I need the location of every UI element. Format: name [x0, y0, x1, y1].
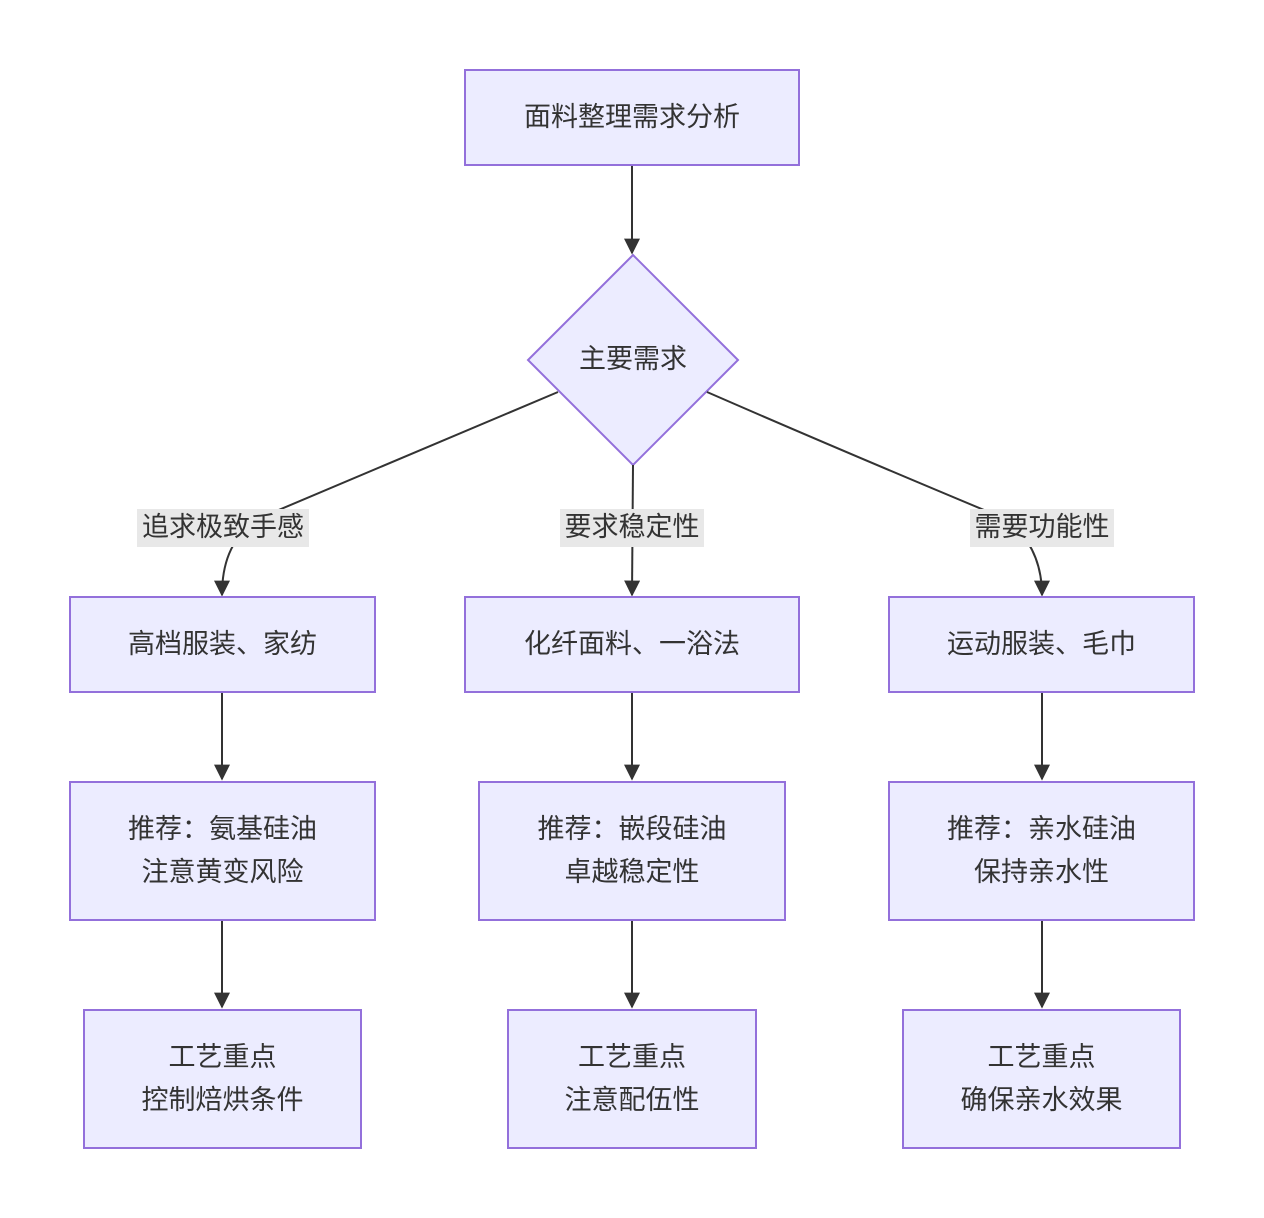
decision-label: 主要需求: [579, 344, 687, 375]
node-b1: 化纤面料、一浴法: [464, 596, 800, 693]
node-b2-line2: 卓越稳定性: [564, 857, 700, 888]
node-c3: 工艺重点 确保亲水效果: [902, 1009, 1181, 1149]
node-a2: 推荐：氨基硅油 注意黄变风险: [69, 781, 376, 921]
node-c1-label: 运动服装、毛巾: [947, 629, 1136, 660]
node-start: 面料整理需求分析: [464, 69, 800, 166]
node-c2-line2: 保持亲水性: [974, 857, 1109, 888]
node-b3: 工艺重点 注意配伍性: [507, 1009, 757, 1149]
node-a1: 高档服装、家纺: [69, 596, 376, 693]
node-c3-line1: 工艺重点: [987, 1042, 1096, 1073]
node-b3-line2: 注意配伍性: [564, 1085, 700, 1116]
node-b2-line1: 推荐：嵌段硅油: [537, 814, 727, 845]
node-start-label: 面料整理需求分析: [524, 102, 740, 133]
node-a2-line2: 注意黄变风险: [141, 857, 304, 888]
edge-decision-c1: [706, 391, 1050, 597]
node-b2: 推荐：嵌段硅油 卓越稳定性: [478, 781, 786, 921]
node-a1-label: 高档服装、家纺: [128, 629, 317, 660]
node-a2-line1: 推荐：氨基硅油: [128, 814, 317, 845]
node-c2: 推荐：亲水硅油 保持亲水性: [888, 781, 1195, 921]
node-a3-line1: 工艺重点: [168, 1042, 277, 1073]
node-c2-line1: 推荐：亲水硅油: [947, 814, 1136, 845]
edge-decision-a1: [214, 391, 559, 597]
node-a3: 工艺重点 控制焙烘条件: [83, 1009, 362, 1149]
edge-label-middle: 要求稳定性: [560, 509, 704, 547]
node-b3-line1: 工艺重点: [578, 1042, 686, 1073]
node-a3-line2: 控制焙烘条件: [141, 1085, 304, 1116]
edge-label-left: 追求极致手感: [137, 509, 309, 547]
node-b1-label: 化纤面料、一浴法: [524, 629, 740, 660]
node-c1: 运动服装、毛巾: [888, 596, 1195, 693]
node-c3-line2: 确保亲水效果: [960, 1085, 1123, 1116]
edge-label-right: 需要功能性: [970, 509, 1114, 547]
